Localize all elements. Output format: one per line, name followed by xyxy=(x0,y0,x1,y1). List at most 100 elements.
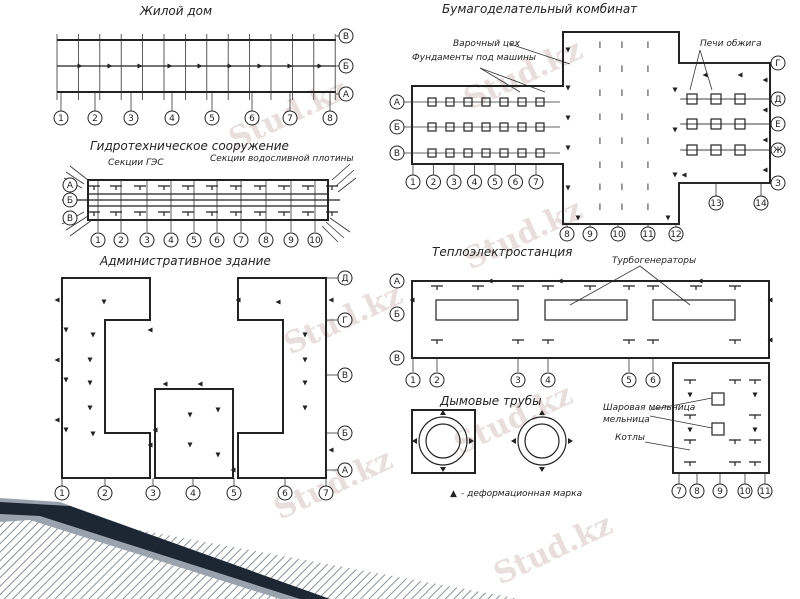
deformation-marker xyxy=(110,185,122,190)
machine-foundation xyxy=(427,97,437,107)
power-plant-plan: Теплоэлектростанция Турбогенераторы Шаро… xyxy=(389,245,773,499)
power-row-axis-Б: Б xyxy=(389,306,405,322)
svg-text:В: В xyxy=(394,149,400,159)
machine-foundation xyxy=(535,122,545,132)
deformation-marker xyxy=(302,332,308,338)
deformation-marker xyxy=(431,285,443,290)
svg-text:3: 3 xyxy=(128,114,134,124)
machine-foundation xyxy=(463,148,473,158)
svg-text:6: 6 xyxy=(282,489,288,499)
deformation-marker xyxy=(302,357,308,363)
deformation-marker xyxy=(729,439,741,444)
deformation-marker xyxy=(197,381,203,387)
machine-foundation xyxy=(445,122,455,132)
deformation-marker xyxy=(565,115,571,121)
deformation-marker xyxy=(687,392,693,398)
hydro-axis-10: 10 xyxy=(307,232,323,248)
svg-text:8: 8 xyxy=(564,230,570,240)
legend: ▲ - деформационная марка xyxy=(450,489,582,499)
deformation-marker xyxy=(197,63,203,69)
deformation-marker xyxy=(749,379,761,384)
svg-text:1: 1 xyxy=(95,236,101,246)
deformation-marker xyxy=(278,185,290,190)
residential-row-axis-Б: Б xyxy=(338,58,354,74)
deformation-marker xyxy=(88,185,100,190)
admin-axis-2: 2 xyxy=(97,485,113,501)
deformation-marker xyxy=(215,452,221,458)
deformation-marker xyxy=(762,137,768,143)
column-marker: I xyxy=(647,113,650,123)
deformation-marker xyxy=(182,185,194,190)
svg-text:Г: Г xyxy=(342,316,348,326)
mill-axis-14: 14 xyxy=(753,195,769,211)
mill-axis-11: 11 xyxy=(640,226,656,242)
deformation-marker xyxy=(54,417,60,423)
deformation-marker xyxy=(697,278,703,284)
mill-axis-7: 7 xyxy=(528,174,544,190)
svg-text:6: 6 xyxy=(513,178,519,188)
svg-text:А: А xyxy=(342,466,349,476)
admin-row-axis-Г: Г xyxy=(337,312,353,328)
svg-text:6: 6 xyxy=(249,114,255,124)
deformation-marker xyxy=(565,145,571,151)
column-marker: I xyxy=(599,41,602,51)
watermark-7: Stud.kz xyxy=(489,507,619,592)
machine-foundation xyxy=(463,97,473,107)
deformation-marker xyxy=(762,167,768,173)
deformation-marker xyxy=(230,211,242,216)
admin-axis-4: 4 xyxy=(185,485,201,501)
deformation-marker xyxy=(565,47,571,53)
column-marker: I xyxy=(621,137,624,147)
deformation-marker xyxy=(749,414,761,419)
mill-axis-2: 2 xyxy=(426,174,441,190)
deformation-marker xyxy=(302,211,314,216)
svg-text:Д: Д xyxy=(774,95,781,105)
kiln xyxy=(734,144,746,156)
deformation-marker xyxy=(623,339,635,344)
residential-axis-3: 3 xyxy=(123,110,139,126)
machine-foundation xyxy=(481,148,491,158)
svg-text:4: 4 xyxy=(472,178,478,188)
hydro-axis-6: 6 xyxy=(209,232,225,248)
residential-row-axis-А: А xyxy=(338,86,354,102)
svg-text:4: 4 xyxy=(169,114,175,124)
admin-row-axis-Д: Д xyxy=(337,270,353,286)
deformation-marker xyxy=(752,392,758,398)
deformation-marker xyxy=(147,442,153,448)
admin-axis-1: 1 xyxy=(54,485,70,501)
deformation-marker xyxy=(182,211,194,216)
deformation-marker xyxy=(230,185,242,190)
deformation-marker xyxy=(206,185,218,190)
hydro-axis-7: 7 xyxy=(233,232,249,248)
svg-text:3: 3 xyxy=(515,376,521,386)
deformation-marker xyxy=(767,337,773,343)
column-marker: I xyxy=(599,183,602,193)
machine-foundation xyxy=(427,148,437,158)
kiln xyxy=(686,118,698,130)
column-marker: I xyxy=(647,161,650,171)
deformation-marker xyxy=(684,379,696,384)
svg-text:5: 5 xyxy=(626,376,632,386)
deformation-marker xyxy=(623,285,635,290)
svg-text:1: 1 xyxy=(410,376,416,386)
deformation-marker xyxy=(328,297,334,303)
deformation-marker xyxy=(684,439,696,444)
dam-sections-label: Секции водосливной плотины xyxy=(210,154,354,164)
residential-title: Жилой дом xyxy=(139,4,212,18)
svg-text:2: 2 xyxy=(431,178,437,188)
deformation-marker xyxy=(147,327,153,333)
hydro-axis-5: 5 xyxy=(186,232,202,248)
machine-foundation xyxy=(499,97,509,107)
deformation-marker xyxy=(729,285,741,290)
svg-text:7: 7 xyxy=(533,178,539,188)
hydro-axis-2: 2 xyxy=(113,232,129,248)
residential-axis-8: 8 xyxy=(322,110,338,126)
mill-axis-13: 13 xyxy=(708,195,724,211)
svg-text:А: А xyxy=(67,181,74,191)
hydro-row-axis-А: А xyxy=(62,177,78,193)
deformation-marker xyxy=(737,72,743,78)
residential-axis-4: 4 xyxy=(164,110,180,126)
svg-text:Ж: Ж xyxy=(773,146,783,156)
deformation-marker xyxy=(134,211,146,216)
deformation-marker xyxy=(227,63,233,69)
